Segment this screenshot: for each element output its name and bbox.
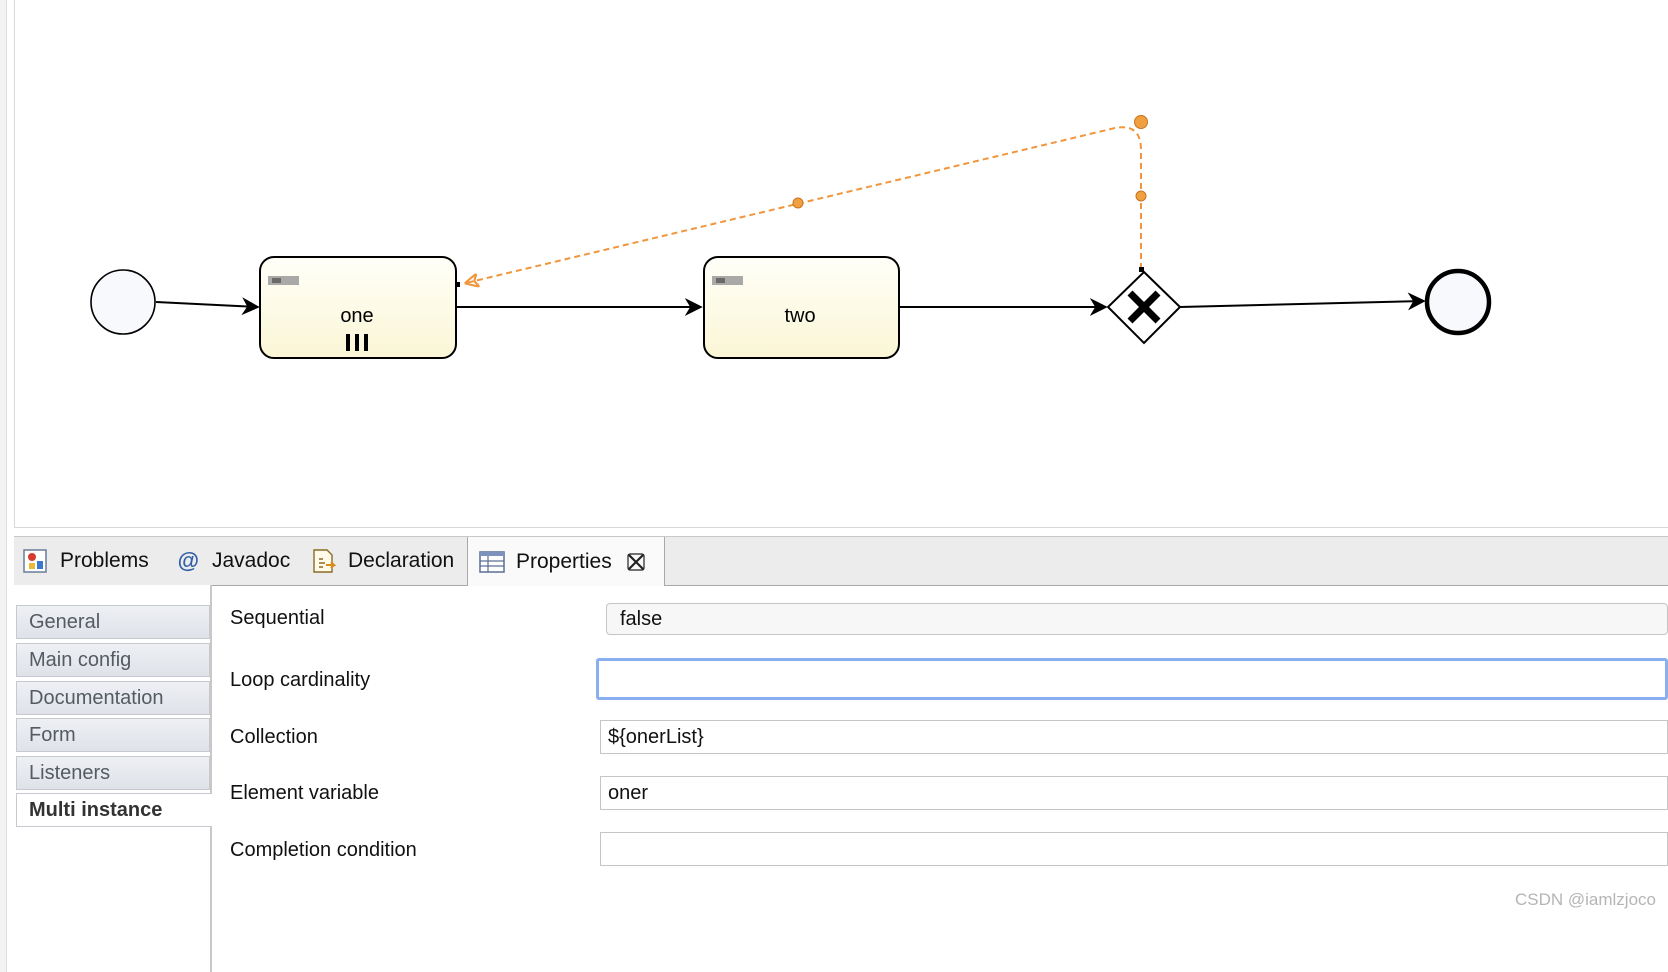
- tab-javadoc[interactable]: @ Javadoc: [174, 537, 290, 585]
- nav-item-listeners[interactable]: Listeners: [16, 756, 210, 790]
- nav-label: Documentation: [29, 686, 164, 709]
- nav-item-form[interactable]: Form: [16, 718, 210, 752]
- loop-cardinality-input[interactable]: [596, 658, 1668, 700]
- problems-icon: [22, 547, 50, 575]
- left-window-edge: [0, 0, 7, 972]
- loop-cardinality-label: Loop cardinality: [230, 669, 371, 691]
- declaration-icon: [310, 547, 338, 575]
- midpoint-handle[interactable]: [1135, 190, 1147, 202]
- start-event[interactable]: [90, 269, 156, 335]
- midpoint-handle[interactable]: [792, 197, 804, 209]
- nav-label: Multi instance: [29, 798, 163, 821]
- sequential-label: Sequential: [230, 607, 325, 629]
- flow-start-to-one[interactable]: [155, 297, 260, 316]
- bendpoint-handle[interactable]: [1134, 115, 1148, 129]
- end-event[interactable]: [1424, 268, 1492, 336]
- anchor-handle[interactable]: [1139, 267, 1144, 272]
- nav-item-multi-instance[interactable]: Multi instance: [16, 793, 212, 827]
- nav-label: General: [29, 610, 101, 633]
- tab-label: Javadoc: [212, 549, 291, 572]
- element-variable-label: Element variable: [230, 782, 379, 804]
- tab-declaration[interactable]: Declaration: [310, 537, 454, 585]
- completion-condition-label: Completion condition: [230, 839, 417, 861]
- javadoc-icon: @: [177, 548, 199, 573]
- sequential-field[interactable]: false: [606, 603, 1668, 635]
- collection-label: Collection: [230, 726, 318, 748]
- user-task-one[interactable]: one: [259, 256, 457, 359]
- exclusive-gateway[interactable]: [1106, 270, 1182, 345]
- nav-item-documentation[interactable]: Documentation: [16, 681, 210, 715]
- user-task-icon: [712, 276, 743, 285]
- nav-label: Main config: [29, 648, 132, 671]
- nav-item-general[interactable]: General: [16, 605, 210, 639]
- watermark: CSDN @iamlzjoco: [1514, 890, 1656, 909]
- user-task-two[interactable]: two: [703, 256, 900, 359]
- nav-item-main-config[interactable]: Main config: [16, 643, 210, 677]
- nav-label: Listeners: [29, 761, 111, 784]
- bpmn-diagram[interactable]: one two: [0, 0, 1668, 530]
- tab-properties[interactable]: Properties: [467, 537, 665, 586]
- task-label: two: [784, 305, 815, 327]
- flow-gateway-to-end[interactable]: [1179, 292, 1426, 311]
- tab-label: Properties: [516, 549, 612, 573]
- properties-icon: [478, 548, 506, 576]
- properties-side-nav: General Main config Documentation Form L…: [14, 585, 212, 972]
- multi-instance-parallel-icon: [346, 334, 368, 351]
- tab-label: Declaration: [348, 549, 455, 572]
- nav-label: Form: [29, 723, 76, 746]
- anchor-handle[interactable]: [455, 282, 460, 287]
- tab-label: Problems: [60, 549, 149, 572]
- user-task-icon: [268, 276, 299, 285]
- close-icon[interactable]: [626, 552, 646, 572]
- collection-input[interactable]: [600, 720, 1668, 754]
- task-label: one: [340, 305, 373, 327]
- completion-condition-input[interactable]: [600, 832, 1668, 866]
- view-tab-bar: Problems @ Javadoc Declaration Propertie…: [14, 536, 1668, 586]
- element-variable-input[interactable]: [600, 776, 1668, 810]
- x-icon: [1127, 290, 1161, 324]
- tab-problems[interactable]: Problems: [22, 537, 149, 585]
